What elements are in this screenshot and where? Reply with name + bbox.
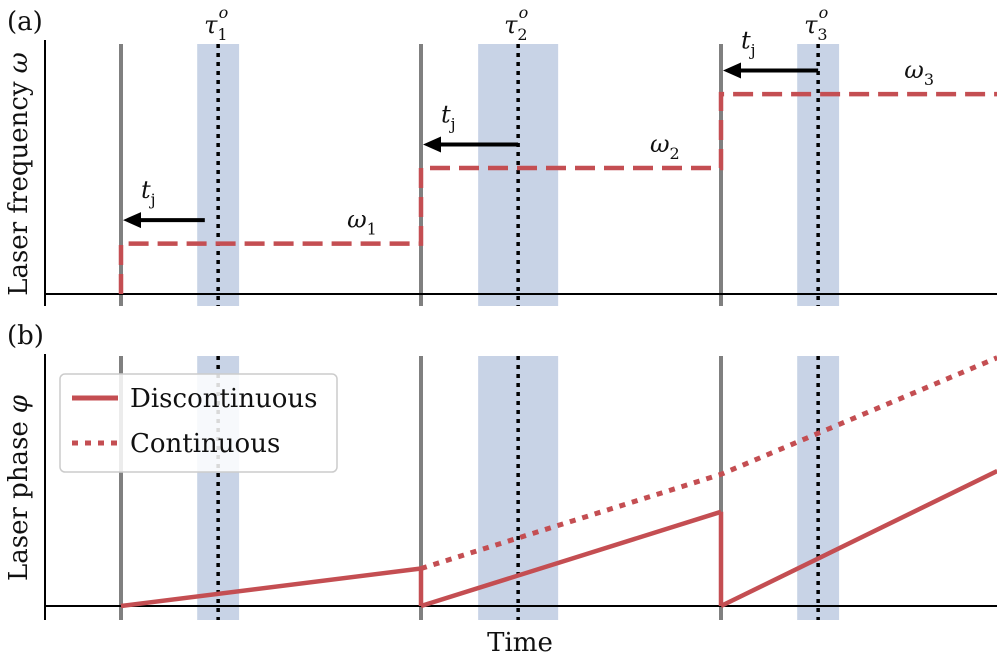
tau-sub: 3: [817, 25, 827, 44]
legend-box: [59, 373, 338, 473]
omega-label-base: ω: [347, 206, 367, 234]
y-axis-label-text: Laser frequency: [4, 81, 34, 296]
tj-arrow: tj: [123, 176, 205, 229]
omega-label-sub: 2: [670, 144, 680, 163]
arrow-head: [723, 62, 741, 79]
tau-sup: o: [519, 3, 529, 22]
tj-label-sub: j: [149, 190, 156, 209]
tj-label-base: t: [741, 27, 751, 55]
omega-label-sub: 1: [367, 220, 377, 239]
y-axis-label: Laser phase φ: [4, 394, 34, 581]
tj-label: tj: [141, 176, 156, 209]
series-discontinuous-line: [120, 566, 422, 609]
series-frequency-line: [118, 91, 997, 294]
tau-sub: 1: [217, 25, 227, 44]
arrow-head: [423, 136, 441, 153]
arrow-head: [123, 212, 141, 229]
tau-label: τ3 o: [804, 3, 828, 44]
omega-label-base: ω: [904, 56, 924, 84]
omega-label: ω1: [347, 206, 377, 239]
tj-label: tj: [741, 27, 756, 60]
omega-label: ω3: [904, 56, 934, 89]
tj-label: tj: [441, 100, 456, 133]
panel-label: (b): [7, 321, 44, 351]
y-axis-label: Laser frequency ω: [4, 52, 34, 296]
panel-label: (a): [7, 7, 43, 37]
x-axis-label: Time: [487, 628, 553, 658]
legend-label: Discontinuous: [130, 384, 317, 414]
y-axis-label-symbol: ω: [4, 52, 34, 73]
series-discontinuous-line: [420, 509, 722, 609]
tj-label-sub: j: [449, 114, 456, 133]
series-continuous-line: [420, 355, 997, 571]
tj-arrow: tj: [423, 100, 519, 153]
tau-sup: o: [819, 3, 829, 22]
tau-label: τ2 o: [504, 3, 528, 44]
tau-label: τ1 o: [204, 3, 228, 44]
y-axis-label-text: Laser phase: [4, 421, 34, 581]
tj-arrow: tj: [723, 27, 819, 79]
omega-label: ω2: [650, 130, 680, 163]
series-discontinuous-line: [720, 468, 997, 609]
tj-label-base: t: [441, 100, 451, 128]
omega-label-sub: 3: [924, 70, 934, 89]
tj-label-sub: j: [749, 41, 756, 60]
omega-label-base: ω: [650, 130, 670, 158]
legend-label: Continuous: [130, 429, 280, 459]
y-axis-label-symbol: φ: [4, 394, 34, 413]
tau-base: τ: [804, 11, 818, 39]
tau-base: τ: [504, 11, 518, 39]
tau-sub: 2: [517, 25, 527, 44]
tj-label-base: t: [141, 176, 151, 204]
tau-base: τ: [204, 11, 218, 39]
tau-sup: o: [219, 3, 229, 22]
